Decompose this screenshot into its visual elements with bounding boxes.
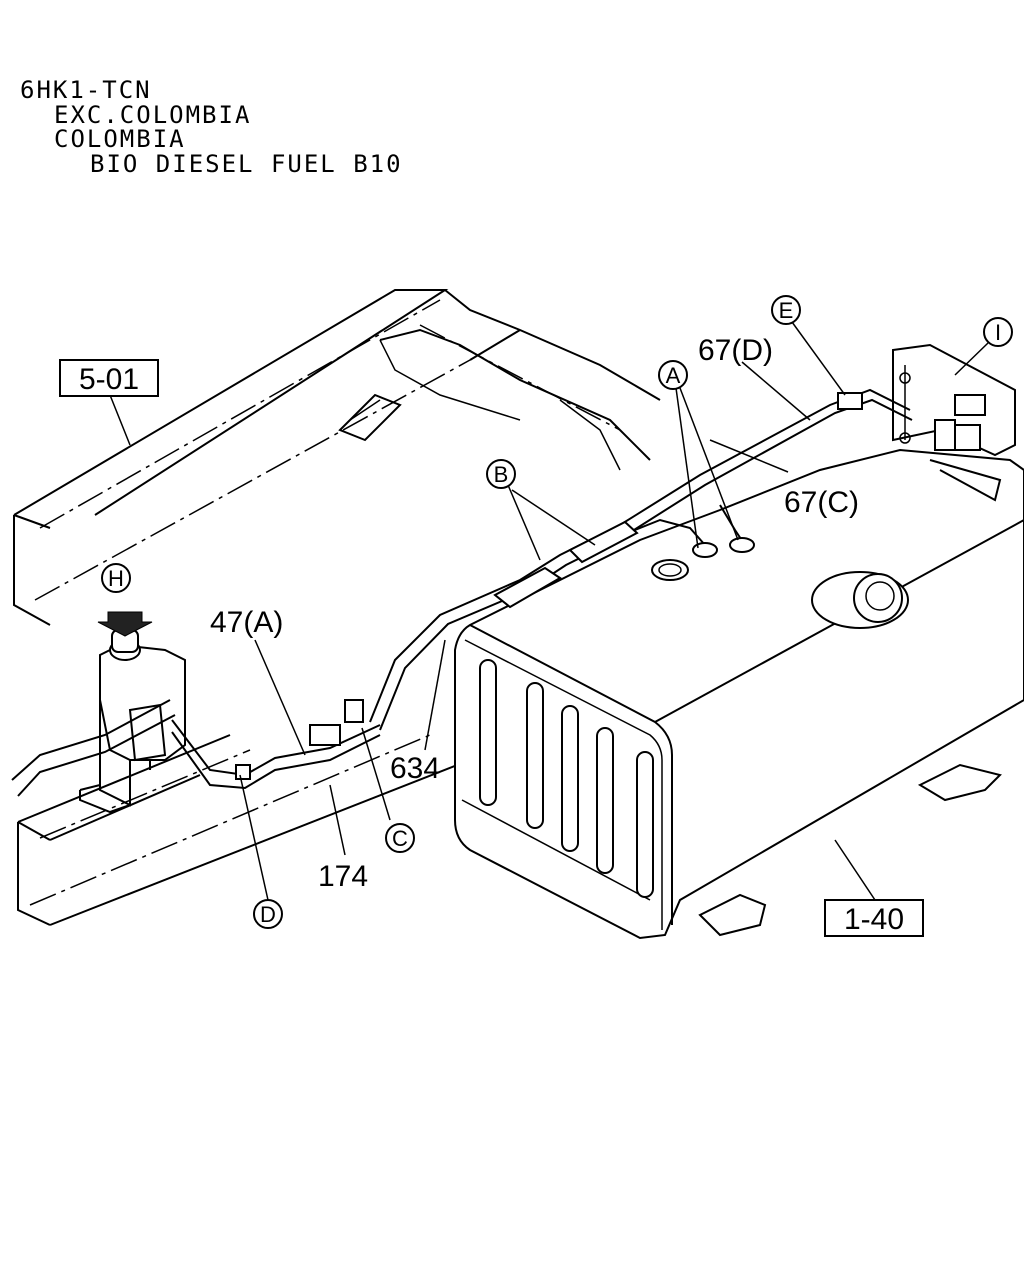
tank-rib-3 <box>561 705 579 852</box>
part-label-67c[interactable]: 67(C) <box>784 486 859 519</box>
callout-h[interactable]: H <box>101 563 131 593</box>
callout-b[interactable]: B <box>486 459 516 489</box>
fuel-tank <box>454 448 1024 940</box>
callout-e[interactable]: E <box>771 295 801 325</box>
header-line-2: EXC.COLOMBIA <box>54 101 252 129</box>
tank-ref-box[interactable]: 1-40 <box>824 899 924 937</box>
tank-rib-2 <box>526 682 544 829</box>
header-line-3: COLOMBIA <box>54 125 186 153</box>
part-label-634[interactable]: 634 <box>390 752 440 785</box>
clip-d <box>235 764 251 780</box>
clip-bracket-c <box>309 724 341 746</box>
header-line-4: BIO DIESEL FUEL B10 <box>90 150 403 178</box>
fuel-lines <box>11 388 913 797</box>
callout-i[interactable]: I <box>983 317 1013 347</box>
svg-text:I: I <box>995 320 1001 345</box>
frame-ref-box[interactable]: 5-01 <box>59 359 159 397</box>
right-connector-block <box>892 343 1016 502</box>
svg-text:H: H <box>108 566 124 591</box>
svg-text:B: B <box>494 462 509 487</box>
part-label-174[interactable]: 174 <box>318 860 368 893</box>
header-line-1: 6HK1-TCN <box>20 76 152 104</box>
tank-bracket-front <box>698 893 767 937</box>
view-arrow-icon <box>97 611 153 637</box>
callout-d[interactable]: D <box>253 899 283 929</box>
frame-ref-label: 5-01 <box>79 363 139 396</box>
tank-port-outline <box>651 559 689 581</box>
tank-rib-5 <box>636 751 654 898</box>
tank-ref-label: 1-40 <box>844 903 904 936</box>
tank-rib-1 <box>479 659 497 806</box>
frame-rail-rear <box>13 289 661 626</box>
leader-lines <box>109 321 989 901</box>
svg-text:A: A <box>666 363 681 388</box>
svg-text:C: C <box>392 826 408 851</box>
tank-bracket-rear <box>917 763 1002 802</box>
filler-cap <box>853 573 903 623</box>
fuel-filter-assembly <box>79 611 186 814</box>
part-label-47a[interactable]: 47(A) <box>210 606 283 639</box>
clip-e <box>837 392 863 410</box>
svg-text:E: E <box>779 298 794 323</box>
callout-c[interactable]: C <box>385 823 415 853</box>
tank-rib-4 <box>596 727 614 874</box>
callout-a[interactable]: A <box>658 360 688 390</box>
svg-text:D: D <box>260 902 276 927</box>
part-label-67d[interactable]: 67(D) <box>698 334 773 367</box>
